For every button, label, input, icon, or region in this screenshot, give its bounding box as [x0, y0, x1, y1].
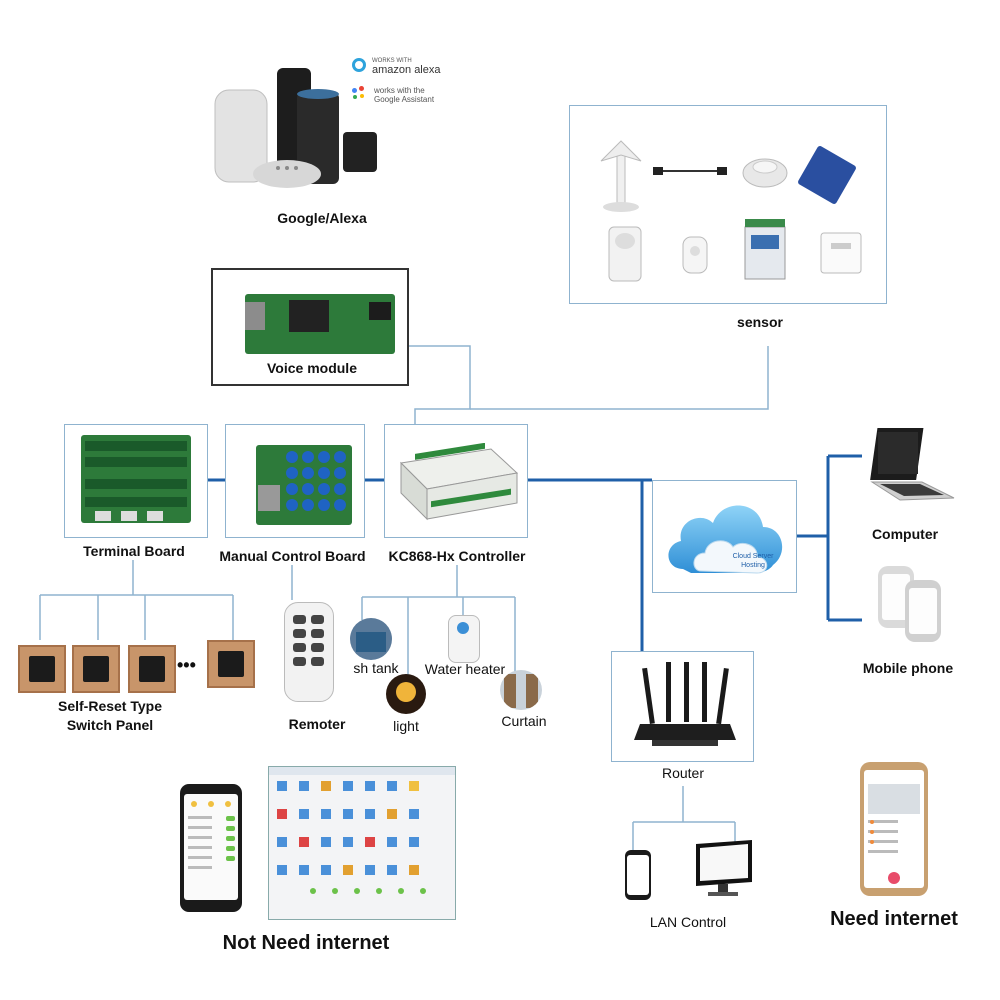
alexa-logo-icon	[352, 58, 366, 72]
switch-panel-label-1: Self-Reset Type	[58, 698, 162, 714]
not-need-internet-label: Not Need internet	[222, 932, 390, 954]
terminal-board-label: Terminal Board	[83, 543, 185, 559]
remote-control-icon	[284, 602, 334, 702]
smart-speakers-icon	[214, 68, 377, 188]
pc-control-software-window	[268, 766, 456, 920]
switch-panel-3	[128, 645, 176, 693]
cloud-text-2: Hosting	[741, 562, 765, 569]
terminal-board-icon	[81, 435, 191, 523]
router-label: Router	[661, 765, 705, 781]
fish-tank-icon	[350, 618, 392, 660]
controller-label: KC868-Hx Controller	[388, 548, 526, 564]
voice-to-controller	[409, 345, 471, 424]
google-assistant-text: Google Assistant	[374, 95, 435, 104]
google-works-with: works with the	[374, 86, 425, 95]
google-alexa-label: Google/Alexa	[277, 210, 367, 226]
router-icon	[634, 662, 736, 746]
manual-control-board-icon	[256, 445, 352, 525]
light-label: light	[393, 718, 419, 734]
lan-monitor-icon	[696, 840, 752, 896]
terminal-board-box	[64, 424, 208, 538]
manual-control-board-label: Manual Control Board	[219, 548, 366, 564]
mobile-phone-label: Mobile phone	[862, 660, 954, 676]
sensor-devices-icon	[600, 140, 862, 282]
manual-control-board-box	[225, 424, 365, 538]
switch-panel-4	[207, 640, 255, 688]
alexa-works-with: WORKS WITH	[372, 58, 412, 64]
cloud-icon	[668, 505, 783, 574]
sensor-box	[569, 105, 887, 304]
remoter-label: Remoter	[288, 716, 346, 732]
light-icon	[386, 674, 426, 714]
controller-device-icon	[399, 443, 519, 521]
local-app-phone-icon	[180, 784, 242, 912]
cloud-box: Cloud Server Hosting	[652, 480, 797, 593]
sensor-to-controller	[470, 346, 769, 410]
controller-box	[384, 424, 528, 538]
water-heater-label: Water heater	[424, 661, 506, 677]
curtain-label: Curtain	[501, 713, 547, 729]
sensor-label: sensor	[737, 314, 783, 330]
voice-module-board-icon	[245, 294, 395, 354]
voice-module-label: Voice module	[267, 360, 357, 376]
alexa-logo-text: amazon alexa	[372, 64, 441, 76]
lan-control-label: LAN Control	[649, 914, 727, 930]
laptop-icon	[870, 428, 955, 501]
cloud-text-1: Cloud Server	[732, 553, 774, 560]
need-internet-label: Need internet	[830, 908, 958, 930]
panels-ellipsis: •••	[177, 655, 196, 675]
curtain-icon	[500, 670, 542, 710]
voice-module-box: Voice module	[211, 268, 409, 386]
google-assistant-icon	[352, 86, 366, 100]
switch-panel-2	[72, 645, 120, 693]
water-heater-icon	[448, 615, 480, 663]
pc-software-icon-grid	[277, 781, 426, 894]
cloud-app-phone-icon	[860, 762, 928, 896]
fish-tank-label: sh tank	[353, 660, 399, 676]
phone-front-icon	[905, 580, 941, 642]
router-box	[611, 651, 754, 762]
computer-label: Computer	[871, 526, 939, 542]
switch-panel-label-2: Switch Panel	[66, 717, 154, 733]
lan-phone-icon	[625, 850, 651, 900]
switch-panel-1	[18, 645, 66, 693]
